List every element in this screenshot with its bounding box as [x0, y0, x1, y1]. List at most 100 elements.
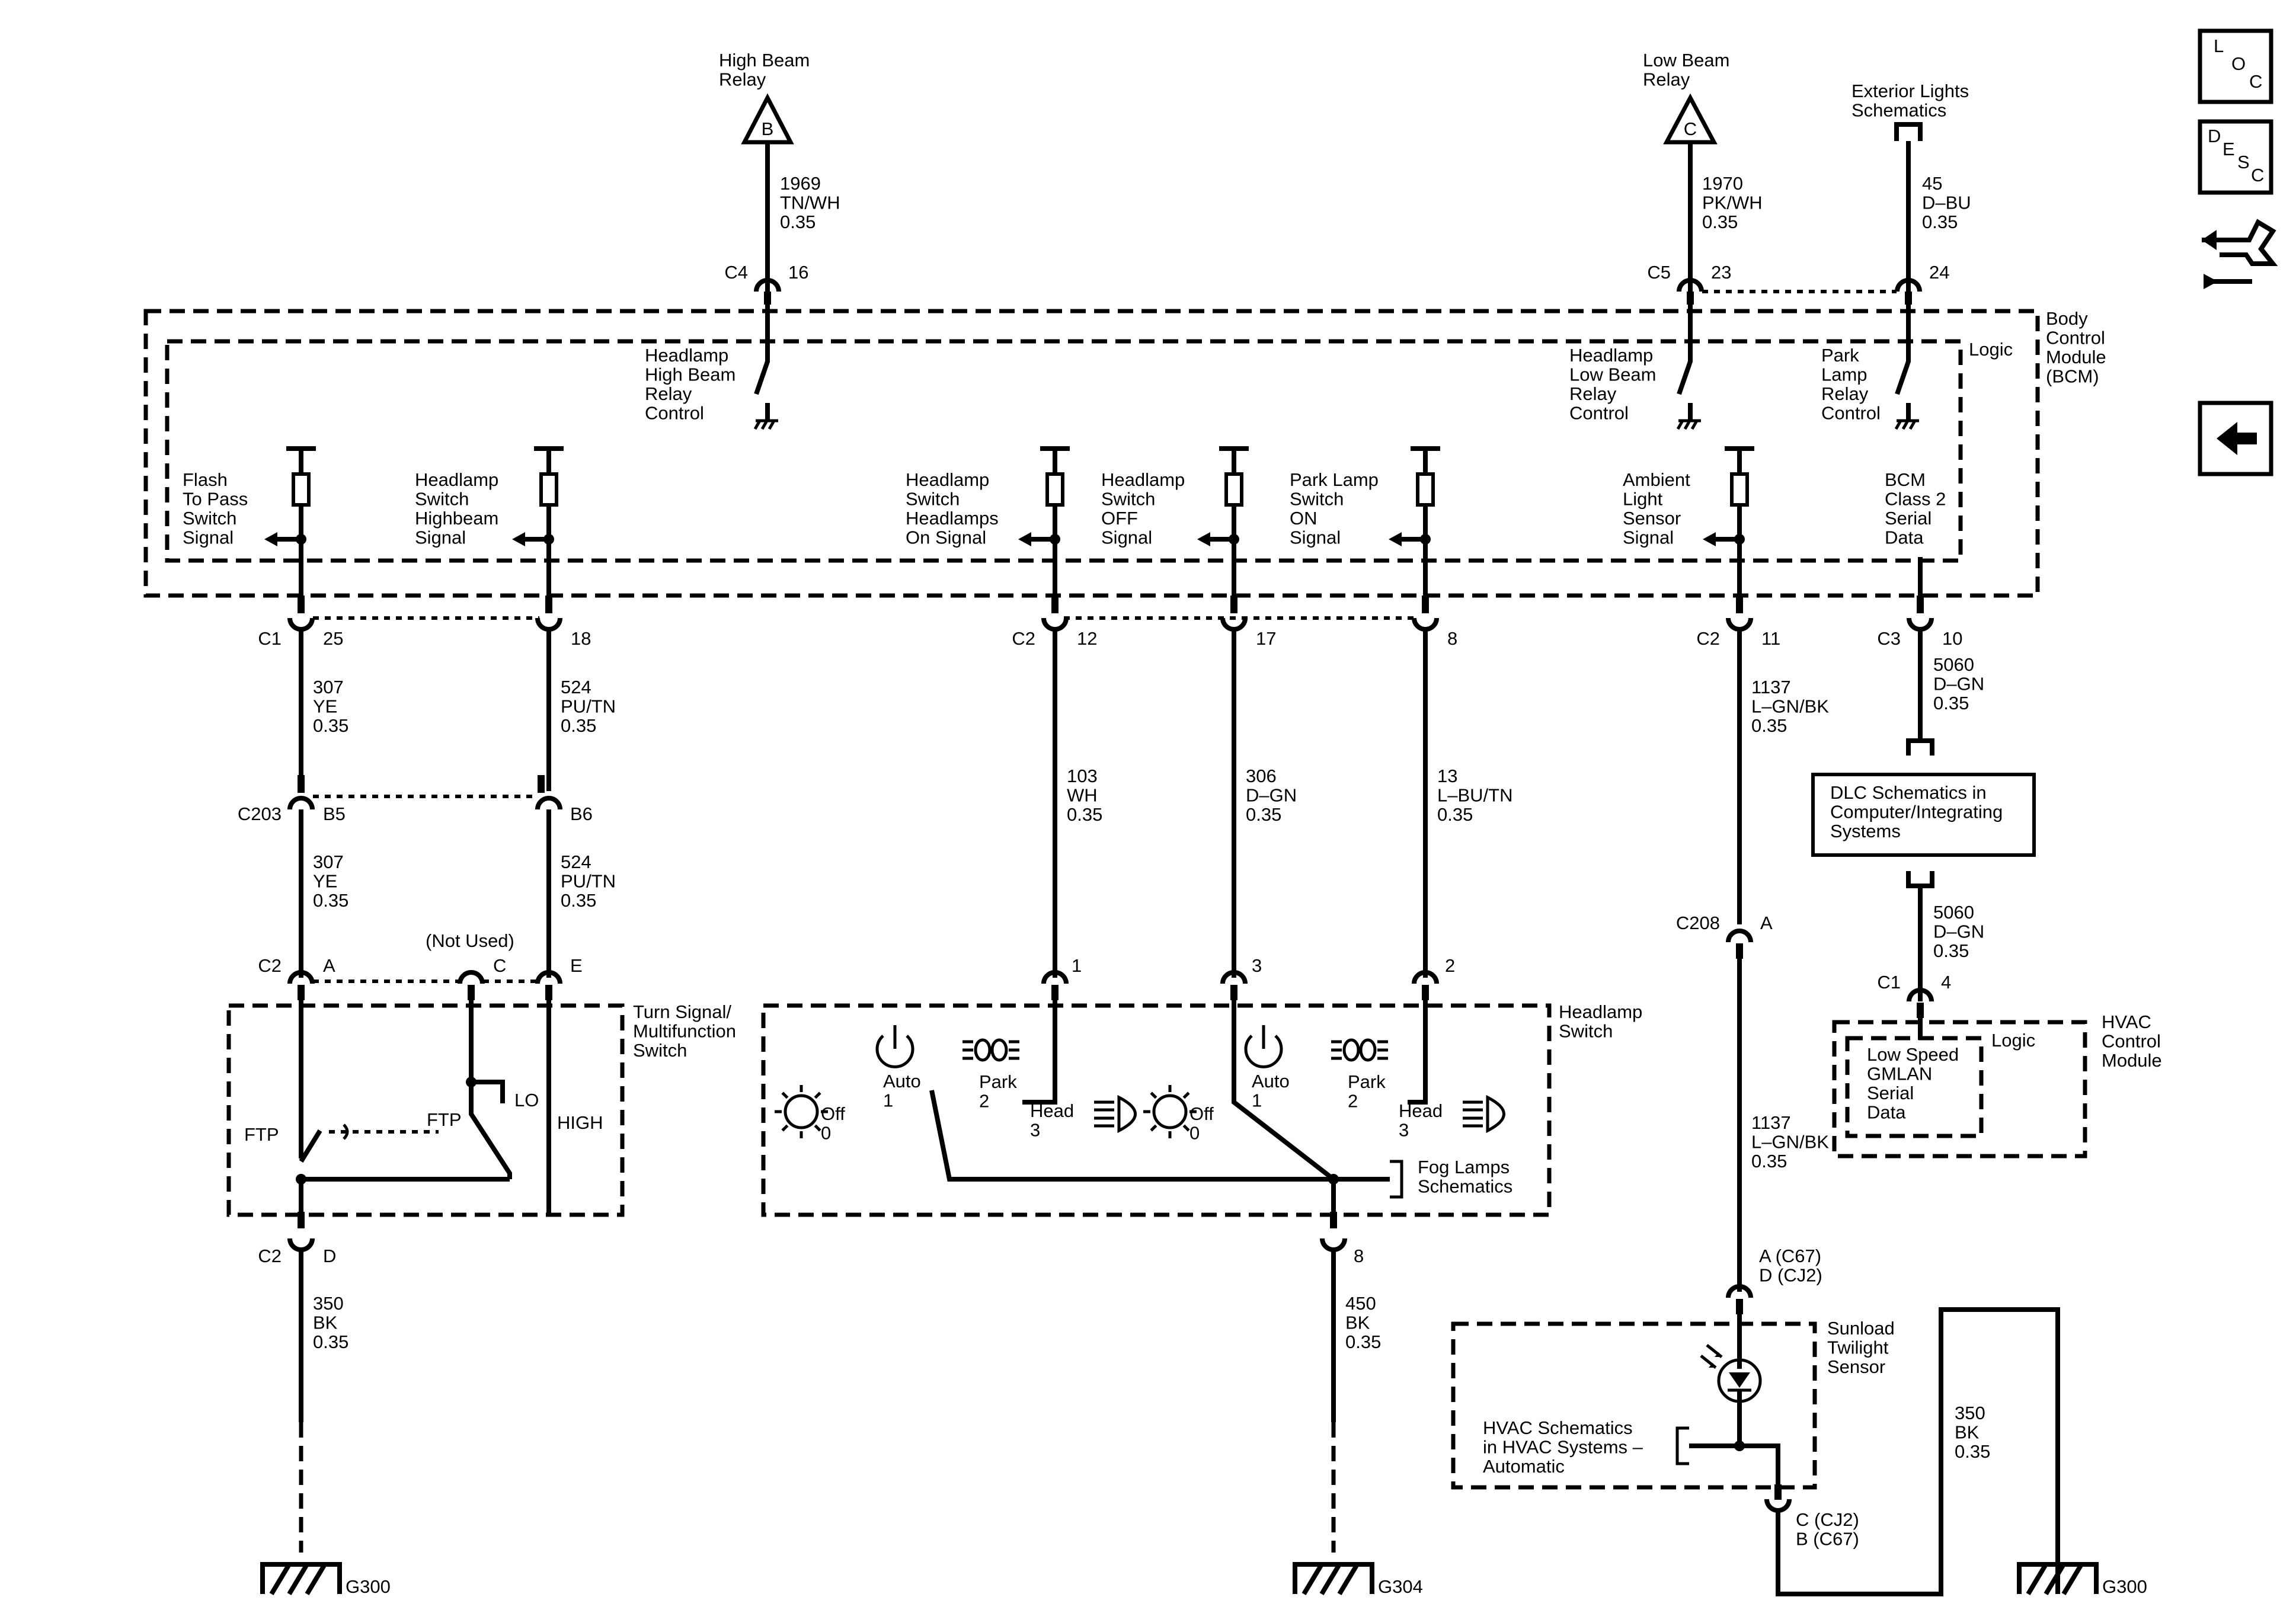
bcm-outline [143, 309, 2040, 598]
c203-pin-b5: B5 [323, 804, 346, 824]
connector-headlamp-switch[interactable]: 1 3 2 [1041, 955, 1455, 1000]
sunload-photodiode-icon [1700, 1314, 1762, 1446]
harness-icon[interactable] [2202, 219, 2278, 289]
sunload-sensor-outline [1451, 1321, 1817, 1490]
desc-s: S [2237, 152, 2250, 172]
turn-pin-e: E [570, 955, 583, 976]
bcm-connector-17[interactable]: 17 [1220, 596, 1276, 649]
park-lamp-icon [962, 1038, 1019, 1062]
headlamp-switch-bottom-connector[interactable]: 8 [1320, 1238, 1364, 1266]
bcm-connector-10[interactable]: C3 10 [1877, 596, 1962, 649]
loc-o: O [2231, 53, 2246, 74]
c208-label: C208 [1676, 913, 1720, 933]
hvac-c1-label: C1 [1877, 972, 1901, 993]
bcm-connector-8[interactable]: 8 [1412, 596, 1457, 649]
ground-G300: G300 [2017, 1562, 2147, 1597]
loc-icon[interactable]: L O C [2198, 28, 2273, 104]
desc-d: D [2208, 126, 2221, 146]
bcm-pin-label-2: 12 [1077, 628, 1097, 649]
bcm-pin-label-1: 18 [571, 628, 591, 649]
park-lamp-icon [1331, 1038, 1388, 1062]
connector-c4-16[interactable]: C4 16 [724, 262, 808, 305]
turn-signal-switch-internals: FTP FTP LO HIGH [244, 1000, 603, 1228]
bcm-pin-label-6: 10 [1942, 628, 1962, 649]
bcm-pin-label-3: 17 [1256, 628, 1276, 649]
hvac-module-outline [1832, 1020, 2087, 1158]
connector-sunload-top[interactable]: A (C67)D (CJ2) [1726, 1246, 1822, 1314]
connector-hvac-c1-4[interactable]: C1 4 [1877, 972, 1951, 1018]
connector-turn-signal-c2[interactable]: C2 A C E (Not Used) [258, 930, 583, 1000]
hs-pin-2: 2 [1445, 955, 1455, 976]
head-lamp-icon [1094, 1094, 1137, 1134]
off-sun-icon [1143, 1085, 1197, 1138]
headlamp-switch-outline [761, 1003, 1552, 1217]
connector-c208[interactable]: C208 A [1676, 913, 1773, 959]
bcm-conn-label-6: C3 [1877, 628, 1901, 649]
bcm-logic-outline [165, 339, 1963, 563]
connector-sunload-bottom[interactable]: C (CJ2)B (C67) [1764, 1484, 1859, 1550]
connector-c203[interactable]: C203 B5 B6 [238, 775, 593, 824]
bcm-connector-18[interactable]: 18 [535, 596, 591, 649]
connector-c5-23[interactable]: C5 23 [1647, 262, 1731, 305]
connector-24-pin: 24 [1929, 262, 1949, 283]
bcm-pin-label-4: 8 [1447, 628, 1457, 649]
bcm-conn-label-5: C2 [1696, 628, 1720, 649]
loc-l: L [2214, 36, 2224, 56]
low-beam-relay-letter: C [1684, 119, 1697, 139]
hvac-logic-outline [1845, 1036, 1984, 1138]
c208-pin: A [1760, 913, 1773, 933]
hs-pin-1: 1 [1072, 955, 1082, 976]
hvac-pin-4: 4 [1941, 972, 1951, 993]
ground-G304: G304 [1293, 1562, 1423, 1597]
ground-G300: G300 [260, 1562, 391, 1597]
auto-power-icon [1244, 1025, 1283, 1068]
back-arrow-icon[interactable] [2198, 401, 2273, 476]
ftp-left-label: FTP [244, 1124, 279, 1145]
bcm-logic-label: Logic [1969, 339, 2013, 360]
ground-label-0: G300 [346, 1576, 391, 1597]
turn-c2-label: C2 [258, 955, 282, 976]
ground-label-1: G304 [1378, 1576, 1423, 1597]
c203-pin-b6: B6 [570, 804, 593, 824]
ftp-right-label: FTP [427, 1109, 462, 1130]
auto-power-icon [875, 1025, 914, 1068]
desc-icon[interactable]: D E S C [2198, 119, 2273, 195]
hvac-logic-label: Logic [1991, 1030, 2035, 1051]
bcm-pin-label-0: 25 [323, 628, 343, 649]
turn-pin-c: C [493, 955, 506, 976]
connector-24[interactable]: 24 [1895, 262, 1949, 305]
connector-turn-c2-d[interactable]: C2 D [258, 1238, 336, 1266]
